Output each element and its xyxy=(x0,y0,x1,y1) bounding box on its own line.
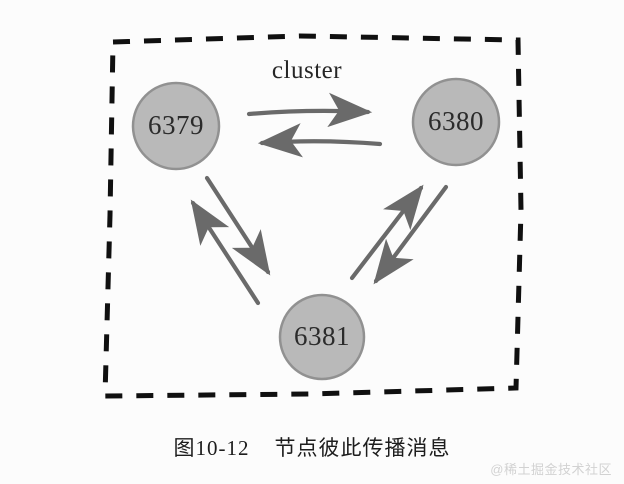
node-6381-circle[interactable] xyxy=(278,293,366,381)
edge-6380-to-6379 xyxy=(257,123,383,158)
node-6381-label: 6381 xyxy=(294,321,350,351)
node-6379-circle[interactable] xyxy=(131,81,221,171)
edge-6381-to-6379 xyxy=(190,199,261,306)
node-6379-label: 6379 xyxy=(148,110,204,140)
edge-6380-to-6381 xyxy=(373,184,449,285)
edge-6381-to-6380 xyxy=(349,184,424,281)
figure-caption: 图10-12 节点彼此传播消息 xyxy=(173,436,451,460)
node-6381[interactable]: 6381 xyxy=(278,293,366,381)
node-6380[interactable]: 6380 xyxy=(411,77,501,167)
node-6380-label: 6380 xyxy=(428,106,484,136)
watermark: @稀土掘金技术社区 xyxy=(490,462,612,477)
edge-6379-to-6380 xyxy=(246,92,373,128)
node-6380-circle[interactable] xyxy=(411,77,501,167)
edge-6379-to-6381 xyxy=(204,175,271,276)
cluster-label: cluster xyxy=(272,57,342,84)
cluster-boundary xyxy=(102,33,524,399)
node-6379[interactable]: 6379 xyxy=(131,81,221,171)
